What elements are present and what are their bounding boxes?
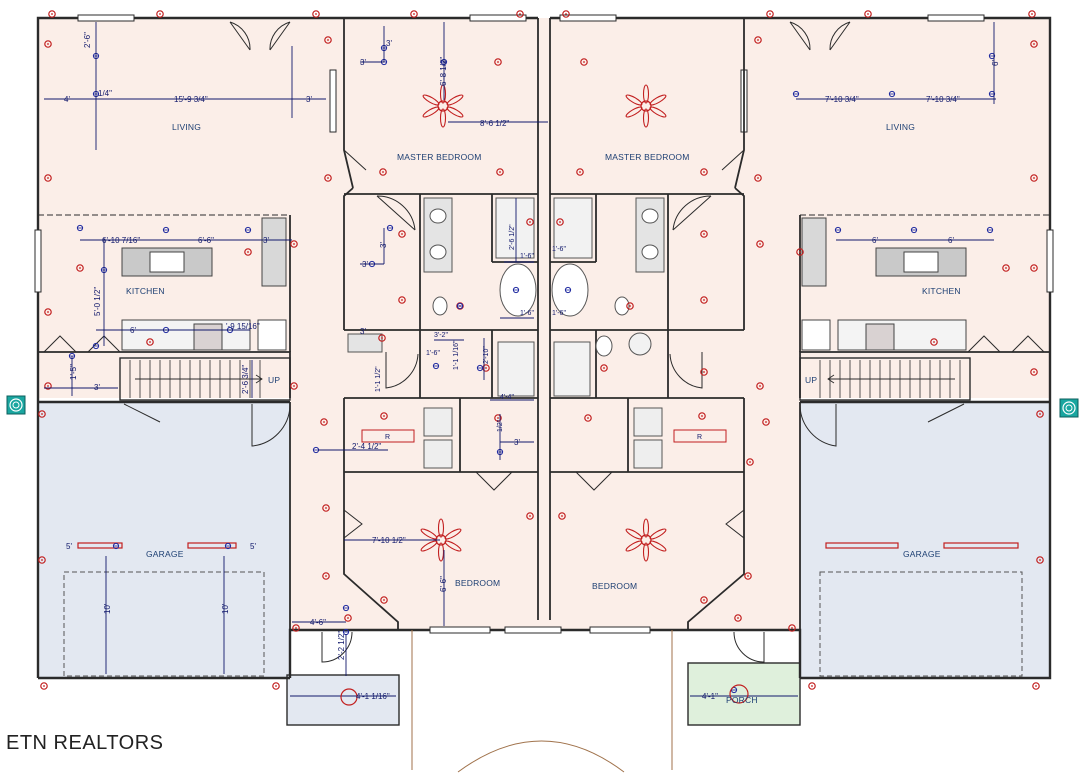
- dim-label: 2'-4 1/2": [352, 442, 381, 451]
- garage-door-tracks: [77, 542, 1019, 549]
- dim-label: 4'-6": [310, 618, 326, 627]
- dim-label: 3': [379, 242, 388, 248]
- room-label-bedroom-left: BEDROOM: [455, 578, 500, 588]
- dim-label: 4'-1 1/16": [356, 692, 390, 701]
- dim-label: 7'-10 3/4": [926, 95, 960, 104]
- dimension-labels: 2'-6" 1/4" 4' 15'-9 3/4" 3' 3' 3' 6'-8 1…: [64, 32, 1000, 701]
- hvac-unit-icon: [6, 395, 26, 415]
- dim-label: 3': [386, 39, 392, 48]
- door-swings: [43, 21, 1045, 663]
- dim-label: 2'-6 1/2": [509, 224, 516, 250]
- dim-label: 2'-6 3/4": [241, 365, 250, 394]
- dim-label: 3': [94, 383, 100, 392]
- dim-label: 5': [66, 542, 72, 551]
- stair-up-label-right: UP: [805, 375, 817, 385]
- front-walkway: [411, 630, 673, 773]
- garage-left-floor: [38, 402, 290, 678]
- dim-label: 6'-10 7/16": [102, 236, 140, 245]
- dim-label: '-9 15/16": [226, 322, 260, 331]
- dim-label: 3'-2": [434, 332, 448, 339]
- room-label-porch-right: PORCH: [726, 695, 758, 705]
- fridge-mark-right: R: [697, 434, 702, 441]
- porch-light-icon: [729, 684, 749, 704]
- porch-right-floor: [688, 663, 800, 725]
- dim-label: 6'-6": [439, 576, 448, 592]
- watermark-logo: ETN REALTORS: [6, 732, 164, 754]
- dim-label: 3': [362, 260, 368, 269]
- dimension-lines: [44, 22, 996, 697]
- dim-label: 8'-6 1/2": [480, 119, 509, 128]
- dim-label: 5'-0 1/2": [93, 287, 102, 316]
- porch-light-icon: [340, 688, 358, 706]
- room-label-garage-left: GARAGE: [146, 549, 184, 559]
- room-label-living-right: LIVING: [886, 122, 915, 132]
- dim-label: 6': [130, 326, 136, 335]
- dim-label: 3': [263, 236, 269, 245]
- kitchen-counters: [121, 217, 967, 351]
- stair-up-label-left: UP: [268, 375, 280, 385]
- dim-label: 5': [250, 542, 256, 551]
- dim-label: 3': [306, 95, 312, 104]
- garage-parking-outlines: [63, 571, 1023, 677]
- room-label-master-left: MASTER BEDROOM: [397, 152, 482, 162]
- dim-label: 15'-9 3/4": [174, 95, 208, 104]
- room-label-garage-right: GARAGE: [903, 549, 941, 559]
- dim-label: 6': [872, 236, 878, 245]
- room-label-bedroom-right: BEDROOM: [592, 581, 637, 591]
- fridge-mark-left: R: [385, 434, 390, 441]
- room-label-living-left: LIVING: [172, 122, 201, 132]
- dim-label: 6'-6": [198, 236, 214, 245]
- dim-label: 1'-1 1/2": [375, 366, 382, 392]
- porch-left-floor: [287, 675, 399, 725]
- room-label-kitchen-right: KITCHEN: [922, 286, 961, 296]
- dim-label: 10': [103, 603, 112, 614]
- dim-label: 1'-5": [69, 364, 78, 380]
- dim-label: 1'-6": [426, 350, 440, 357]
- room-label-kitchen-left: KITCHEN: [126, 286, 165, 296]
- dim-label: 7'-10 1/2": [372, 536, 406, 545]
- dim-label: 1'-1 1/16": [453, 340, 460, 370]
- dim-label: 2'-2 1/2": [337, 631, 346, 660]
- dim-label: 2'-6": [83, 32, 92, 48]
- dim-label: 3': [360, 327, 366, 336]
- dim-label: 4': [64, 95, 70, 104]
- dim-label: 1/4": [98, 89, 112, 98]
- stair-arrows: [135, 374, 955, 384]
- dim-label: 6': [948, 236, 954, 245]
- windows: [34, 14, 1054, 634]
- dim-label: 3': [360, 58, 366, 67]
- dim-label: 1/2": [497, 419, 504, 432]
- hvac-unit-icon: [1059, 398, 1079, 418]
- garage-right-floor: [800, 402, 1050, 678]
- dim-label: 1'-6": [520, 253, 534, 260]
- dim-label: 3': [514, 438, 520, 447]
- dim-label: 6': [991, 60, 1000, 66]
- dim-label: 4'-1": [702, 692, 718, 701]
- dim-label: 10': [221, 603, 230, 614]
- room-label-master-right: MASTER BEDROOM: [605, 152, 690, 162]
- bathroom-fixtures: [347, 197, 727, 469]
- dim-label: 1'-6": [552, 246, 566, 253]
- dim-label: 1'-6": [552, 310, 566, 317]
- dim-label: 1'-6": [520, 310, 534, 317]
- dim-label: 6'-8 1/2": [439, 57, 448, 86]
- dim-label: 7'-10 3/4": [825, 95, 859, 104]
- dim-label: 2'-10": [483, 346, 490, 364]
- dim-label: 4'-4": [500, 394, 514, 401]
